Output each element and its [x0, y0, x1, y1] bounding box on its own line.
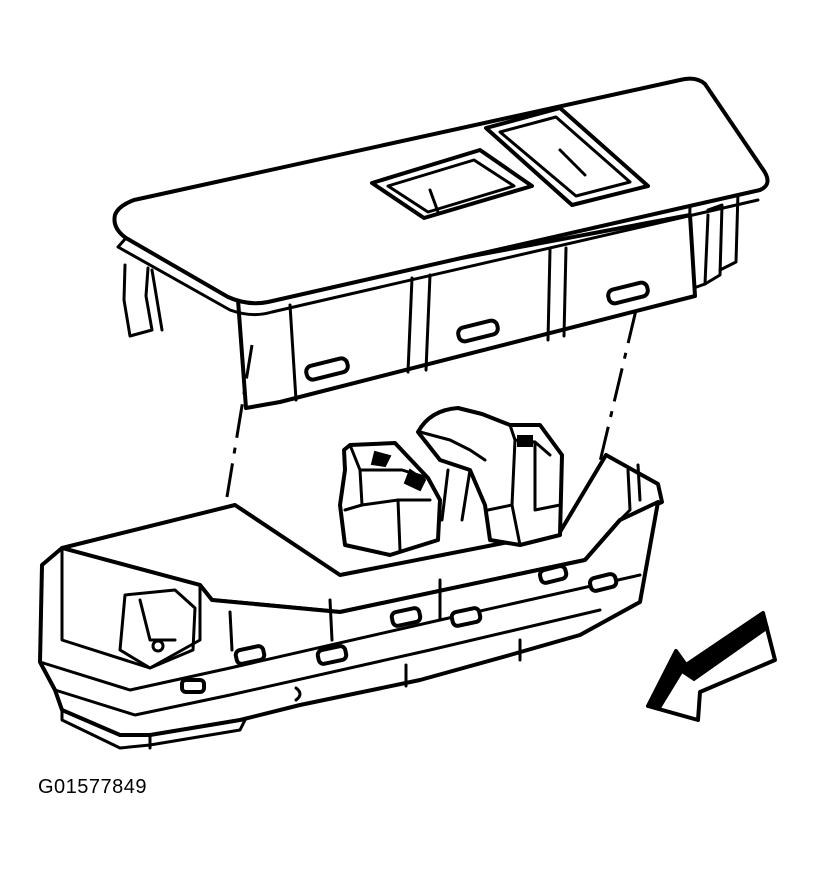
figure-id-label: G01577849	[38, 776, 148, 798]
front-direction-arrow	[646, 611, 777, 722]
switch-bezel	[112, 76, 770, 410]
alignment-lines	[208, 309, 638, 601]
rocker-switch-right	[416, 406, 564, 547]
switch-housing	[38, 453, 664, 750]
